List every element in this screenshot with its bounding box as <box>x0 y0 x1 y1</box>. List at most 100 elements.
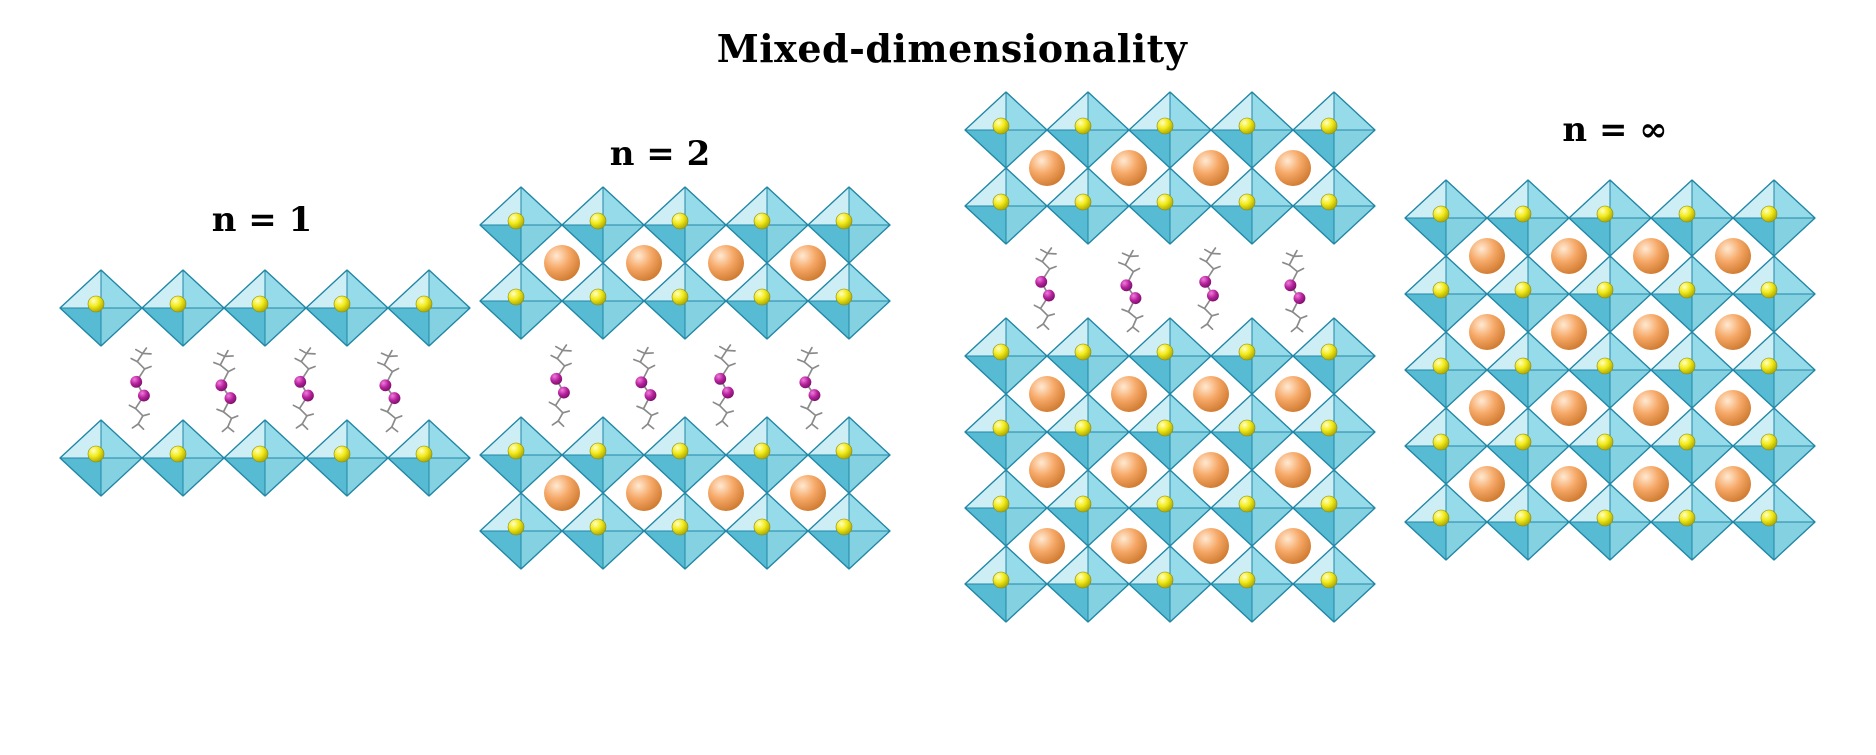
iodine-atom <box>294 375 307 388</box>
cation-sphere <box>1111 452 1147 488</box>
label-n2: n = 2 <box>609 134 711 174</box>
cation-sphere <box>1469 314 1505 350</box>
halide-sphere <box>753 288 771 306</box>
halide-sphere <box>1238 117 1256 135</box>
halide-sphere <box>589 288 607 306</box>
cation-sphere <box>1551 390 1587 426</box>
cation-sphere <box>708 475 744 511</box>
cation-sphere <box>1029 528 1065 564</box>
halide-sphere <box>835 442 853 460</box>
organic-molecule <box>1282 249 1308 333</box>
cation-sphere <box>1715 238 1751 274</box>
cation-sphere <box>790 475 826 511</box>
halide-sphere <box>1074 193 1092 211</box>
cation-sphere <box>1633 390 1669 426</box>
halide-sphere <box>753 518 771 536</box>
cation-sphere <box>1029 452 1065 488</box>
iodine-atom <box>388 392 401 405</box>
organic-molecule <box>548 344 572 428</box>
cation-sphere <box>1715 390 1751 426</box>
halide-sphere <box>1074 343 1092 361</box>
cation-sphere <box>626 245 662 281</box>
halide-sphere <box>1596 509 1614 527</box>
halide-sphere <box>1432 281 1450 299</box>
iodine-atom <box>644 389 657 402</box>
organic-molecule <box>1118 249 1144 333</box>
halide-sphere <box>753 442 771 460</box>
iodine-atom <box>1293 292 1306 305</box>
halide-sphere <box>1678 357 1696 375</box>
halide-sphere <box>1432 509 1450 527</box>
halide-sphere <box>251 445 269 463</box>
panel-n1-structure <box>59 269 471 497</box>
cation-sphere <box>1275 528 1311 564</box>
halide-sphere <box>1320 343 1338 361</box>
iodine-atom <box>1042 289 1055 302</box>
halide-sphere <box>1514 205 1532 223</box>
halide-sphere <box>1074 495 1092 513</box>
halide-sphere <box>1238 495 1256 513</box>
organic-molecule <box>712 344 736 428</box>
halide-sphere <box>1596 281 1614 299</box>
halide-sphere <box>1760 281 1778 299</box>
halide-sphere <box>992 419 1010 437</box>
cation-sphere <box>1469 390 1505 426</box>
organic-molecule <box>1033 247 1057 331</box>
cation-sphere <box>1029 376 1065 412</box>
halide-sphere <box>1156 495 1174 513</box>
iodine-atom <box>1129 292 1142 305</box>
organic-molecule <box>1197 247 1221 331</box>
halide-sphere <box>333 295 351 313</box>
halide-sphere <box>1432 357 1450 375</box>
halide-sphere <box>1432 205 1450 223</box>
halide-sphere <box>507 442 525 460</box>
halide-sphere <box>169 445 187 463</box>
cation-sphere <box>544 475 580 511</box>
halide-sphere <box>671 518 689 536</box>
halide-sphere <box>1514 281 1532 299</box>
halide-sphere <box>1760 509 1778 527</box>
cation-sphere <box>1275 376 1311 412</box>
cation-sphere <box>1111 376 1147 412</box>
halide-sphere <box>992 193 1010 211</box>
halide-sphere <box>507 288 525 306</box>
cation-sphere <box>1469 238 1505 274</box>
halide-sphere <box>1238 343 1256 361</box>
halide-sphere <box>589 212 607 230</box>
iodine-atom <box>1206 289 1219 302</box>
cation-sphere <box>1029 150 1065 186</box>
organic-molecule <box>633 346 659 430</box>
halide-sphere <box>1074 419 1092 437</box>
cation-sphere <box>1551 238 1587 274</box>
halide-sphere <box>507 212 525 230</box>
iodine-atom <box>799 376 812 389</box>
halide-sphere <box>1596 205 1614 223</box>
organic-molecule <box>128 347 152 431</box>
halide-sphere <box>1320 419 1338 437</box>
iodine-atom <box>1284 279 1297 292</box>
cation-sphere <box>1275 452 1311 488</box>
panel-mixed-structure <box>964 91 1376 623</box>
halide-sphere <box>992 571 1010 589</box>
halide-sphere <box>671 288 689 306</box>
halide-sphere <box>1596 357 1614 375</box>
cation-sphere <box>790 245 826 281</box>
cation-sphere <box>1193 452 1229 488</box>
halide-sphere <box>1074 571 1092 589</box>
halide-sphere <box>1514 433 1532 451</box>
cation-sphere <box>1633 314 1669 350</box>
iodine-atom <box>714 372 727 385</box>
iodine-atom <box>301 389 314 402</box>
halide-sphere <box>169 295 187 313</box>
halide-sphere <box>671 442 689 460</box>
halide-sphere <box>835 212 853 230</box>
halide-sphere <box>992 495 1010 513</box>
organic-molecule <box>292 347 316 431</box>
iodine-atom <box>215 379 228 392</box>
halide-sphere <box>1678 281 1696 299</box>
halide-sphere <box>415 295 433 313</box>
halide-sphere <box>1238 419 1256 437</box>
cation-sphere <box>1111 528 1147 564</box>
iodine-atom <box>379 379 392 392</box>
